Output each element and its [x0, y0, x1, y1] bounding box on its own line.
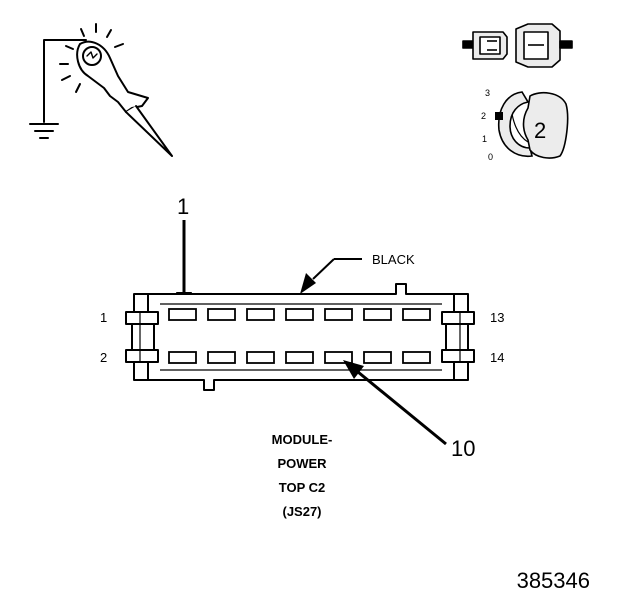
- knob-scale-1: 1: [482, 134, 487, 144]
- pin-label-bottom-right: 14: [490, 350, 504, 365]
- connector-cavity: [363, 308, 392, 321]
- connector-cavity: [324, 351, 353, 364]
- module-caption-line-1: MODULE-: [272, 432, 333, 447]
- module-caption-line-2: POWER: [277, 456, 327, 471]
- selector-knob-icon: [495, 91, 569, 159]
- connector-cavity: [285, 351, 314, 364]
- knob-scale-3: 3: [485, 88, 490, 98]
- connector-cavities: [168, 308, 431, 364]
- connector-cavity: [285, 308, 314, 321]
- callout-10-label: 10: [451, 436, 475, 461]
- callout-1-label: 1: [177, 194, 189, 219]
- connector-cavity: [207, 308, 236, 321]
- connector-cavity: [246, 351, 275, 364]
- test-light-probe-icon: [29, 23, 173, 157]
- connector-cavity: [168, 308, 197, 321]
- knob-scale-0: 0: [488, 152, 493, 162]
- wire-color-leader: [300, 258, 362, 294]
- knob-position-value: 2: [534, 118, 546, 143]
- connector-cavity: [207, 351, 236, 364]
- connector-cavity: [168, 351, 197, 364]
- figure-id: 385346: [517, 568, 590, 593]
- knob-scale-2: 2: [481, 111, 486, 121]
- pin-label-bottom-left: 2: [100, 350, 107, 365]
- pin-label-top-right: 13: [490, 310, 504, 325]
- connector-pair-icon: [462, 23, 573, 68]
- wire-color-label: BLACK: [372, 252, 415, 267]
- connector-cavity: [363, 351, 392, 364]
- pin-label-top-left: 1: [100, 310, 107, 325]
- module-caption-line-3: TOP C2: [279, 480, 325, 495]
- callout-10-arrow: [343, 360, 447, 446]
- connector-cavity: [246, 308, 275, 321]
- connector-cavity: [402, 351, 431, 364]
- module-caption-line-4: (JS27): [282, 504, 321, 519]
- connector-cavity: [402, 308, 431, 321]
- connector-cavity: [324, 308, 353, 321]
- connector-body: [125, 283, 475, 391]
- ground-symbol-icon: [29, 123, 59, 139]
